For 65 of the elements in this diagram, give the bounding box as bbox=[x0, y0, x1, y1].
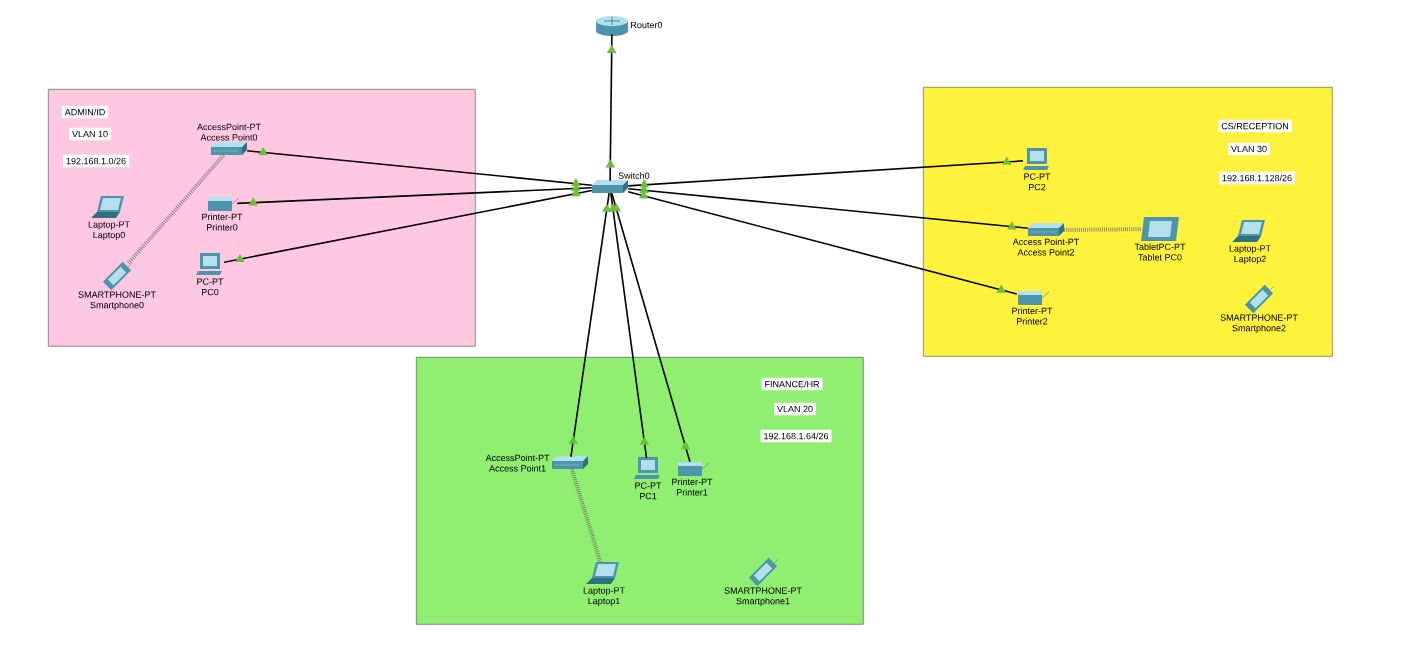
zone-background bbox=[416, 357, 864, 625]
device: Switch0 bbox=[592, 172, 650, 193]
node-label: Router0 bbox=[631, 21, 663, 29]
device: SMARTPHONE-PT Smartphone2 bbox=[1220, 284, 1298, 334]
node-label: SMARTPHONE-PT bbox=[78, 291, 156, 298]
node-label: Laptop1 bbox=[588, 597, 620, 606]
node-label: Switch0 bbox=[618, 172, 650, 179]
device: Laptop-PT Laptop0 bbox=[88, 196, 130, 240]
device: Router0 bbox=[596, 16, 663, 36]
node-label: PC-PT bbox=[1024, 173, 1051, 180]
cable bbox=[570, 192, 610, 458]
node-label: Printer-PT bbox=[1012, 307, 1053, 315]
node-label: Laptop2 bbox=[1234, 255, 1266, 264]
node-label: PC1 bbox=[640, 492, 657, 500]
node-label: Access Point2 bbox=[1017, 248, 1075, 256]
node-label: Smartphone2 bbox=[1232, 324, 1286, 334]
cable bbox=[246, 150, 593, 186]
device: TabletPC-PT Tablet PC0 bbox=[1134, 217, 1186, 261]
node-label: Access Point-PT bbox=[1012, 238, 1080, 246]
node-label: Printer0 bbox=[206, 223, 238, 231]
device: Printer-PT Printer0 bbox=[202, 197, 243, 231]
cable bbox=[610, 192, 648, 459]
wireless-link bbox=[570, 468, 603, 564]
device: Access Point-PT Access Point2 bbox=[1012, 223, 1080, 256]
node-label: Tablet PC0 bbox=[1138, 253, 1182, 261]
node-label: SMARTPHONE-PT bbox=[724, 587, 802, 594]
node-label: Access Point1 bbox=[489, 464, 546, 472]
device: SMARTPHONE-PT Smartphone0 bbox=[78, 261, 156, 311]
node-label: PC-PT bbox=[635, 482, 662, 489]
node-label: Printer1 bbox=[676, 488, 708, 496]
node-label: Printer2 bbox=[1016, 317, 1048, 325]
cable bbox=[609, 33, 613, 182]
device: AccessPoint-PT Access Point0 bbox=[197, 123, 261, 155]
node-label: Access Point0 bbox=[200, 133, 258, 141]
node-label: SMARTPHONE-PT bbox=[1220, 314, 1298, 321]
node-label: Printer-PT bbox=[672, 478, 713, 486]
device: AccessPoint-PT Access Point1 bbox=[485, 454, 588, 472]
cable bbox=[627, 188, 1029, 229]
device: Printer-PT Printer1 bbox=[672, 462, 713, 496]
node-label: Laptop-PT bbox=[1229, 245, 1271, 254]
device: PC-PT PC0 bbox=[196, 253, 224, 296]
node-label: TabletPC-PT bbox=[1134, 243, 1186, 251]
device: Laptop-PT Laptop1 bbox=[583, 562, 625, 606]
device: Laptop-PT Laptop2 bbox=[1229, 220, 1271, 264]
zone-background bbox=[923, 87, 1333, 357]
node-label: Laptop-PT bbox=[88, 221, 130, 230]
node-label: PC2 bbox=[1028, 183, 1046, 191]
device: PC-PT PC2 bbox=[1023, 148, 1051, 191]
zone-background bbox=[48, 89, 476, 347]
cable bbox=[236, 187, 593, 205]
node-label: Smartphone0 bbox=[90, 301, 144, 311]
node-label: AccessPoint-PT bbox=[197, 123, 261, 131]
node-label: Laptop0 bbox=[93, 231, 125, 240]
node-label: PC-PT bbox=[197, 278, 224, 285]
device: SMARTPHONE-PT Smartphone1 bbox=[724, 557, 802, 607]
wireless-link bbox=[1064, 227, 1142, 232]
node-label: Laptop-PT bbox=[583, 587, 625, 596]
wireless-link bbox=[127, 153, 226, 265]
node-label: Printer-PT bbox=[202, 213, 243, 221]
device: Printer-PT Printer2 bbox=[1012, 291, 1053, 325]
node-label: Smartphone1 bbox=[736, 597, 790, 607]
device: PC-PT PC1 bbox=[634, 457, 662, 500]
cable bbox=[627, 160, 1024, 187]
node-label: PC0 bbox=[202, 288, 219, 296]
node-label: AccessPoint-PT bbox=[485, 454, 550, 462]
